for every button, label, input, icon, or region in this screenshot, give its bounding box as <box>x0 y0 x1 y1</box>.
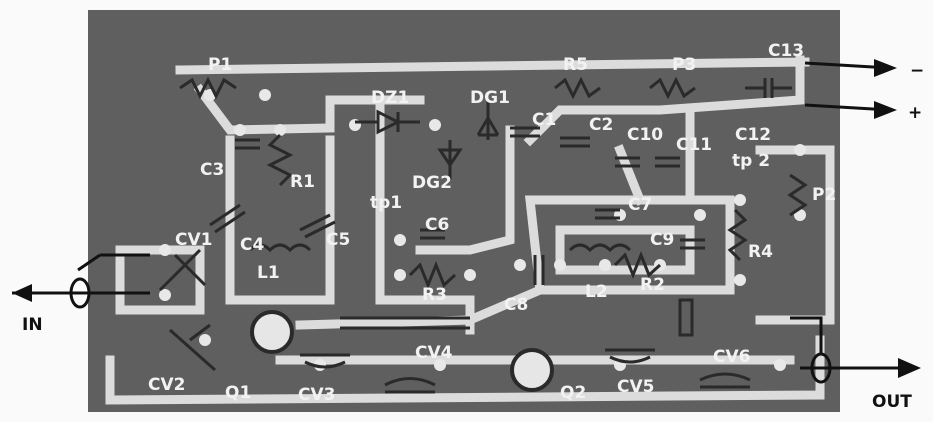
inductor-l2 <box>568 243 632 253</box>
label-in: IN <box>22 315 43 335</box>
resistor-p3 <box>649 76 696 100</box>
label-c10: C10 <box>627 125 663 145</box>
capacitor-c6 <box>420 228 445 240</box>
trimmer-cv6 <box>699 372 751 389</box>
label-r4: R4 <box>748 242 773 262</box>
label-r3: R3 <box>422 285 447 305</box>
label-cv3: CV3 <box>298 385 335 405</box>
components <box>158 76 808 394</box>
resistor-r3 <box>408 260 457 290</box>
capacitor-c11 <box>655 156 680 168</box>
label-minus: − <box>910 61 924 81</box>
capacitor-c8 <box>533 255 545 285</box>
capacitor-c10 <box>615 156 640 168</box>
component-labels: P1 R5 P3 C13 DZ1 DG1 C1 C2 C10 C11 C12 C… <box>148 41 836 405</box>
label-dz1: DZ1 <box>371 88 409 108</box>
capacitor-c7 <box>595 208 620 220</box>
label-q1: Q1 <box>225 383 251 403</box>
label-p3: P3 <box>672 55 696 75</box>
label-c11: C11 <box>676 135 712 155</box>
trimmer-cv2 <box>169 323 216 372</box>
label-c13: C13 <box>768 41 804 61</box>
output-connector <box>790 316 921 384</box>
resistor-r4 <box>727 208 748 262</box>
label-cv6: CV6 <box>713 347 750 367</box>
capacitor-c9 <box>680 238 705 250</box>
label-tp1: tp1 <box>370 193 402 213</box>
label-l1: L1 <box>257 263 280 283</box>
capacitor-c13 <box>745 78 792 98</box>
capacitor-c3 <box>235 138 260 150</box>
inductor-l1 <box>248 243 312 253</box>
capacitor-c5 <box>299 213 336 239</box>
resistor-p1 <box>179 76 237 100</box>
trimmer-cv3 <box>300 353 350 369</box>
label-cv5: CV5 <box>617 377 654 397</box>
label-cv4: CV4 <box>415 343 453 363</box>
label-p1: P1 <box>208 55 232 75</box>
diode-dz1 <box>355 109 420 135</box>
capacitor-c2 <box>560 136 590 148</box>
label-c7: C7 <box>628 195 652 215</box>
label-c9: C9 <box>650 230 674 250</box>
resistor-r5 <box>554 76 601 100</box>
label-c12: C12 <box>735 125 771 145</box>
shield-pad <box>678 298 694 337</box>
label-cv1: CV1 <box>175 230 212 250</box>
pcb-board <box>88 10 840 412</box>
label-c6: C6 <box>425 215 449 235</box>
label-tp2: tp 2 <box>732 151 770 171</box>
label-c4: C4 <box>240 235 264 255</box>
supply-arrows <box>804 59 897 119</box>
label-r2: R2 <box>640 275 665 295</box>
label-c2: C2 <box>589 115 613 135</box>
trimmer-cv4 <box>384 377 436 394</box>
label-r5: R5 <box>563 55 588 75</box>
capacitor-c4 <box>209 203 246 234</box>
resistor-r2 <box>613 250 662 280</box>
label-p2: P2 <box>812 185 836 205</box>
label-r1: R1 <box>290 172 315 192</box>
label-q2: Q2 <box>560 383 586 403</box>
label-c5: C5 <box>326 230 350 250</box>
label-c8: C8 <box>504 295 528 315</box>
diode-dg2 <box>437 140 463 180</box>
label-c1: C1 <box>532 110 556 130</box>
label-c3: C3 <box>200 160 224 180</box>
bar-component <box>340 316 470 330</box>
transistor-q2 <box>510 348 554 392</box>
trimmer-cv1 <box>158 248 207 292</box>
trimmer-cv5 <box>605 348 655 364</box>
label-dg1: DG1 <box>470 88 510 108</box>
label-out: OUT <box>872 392 912 412</box>
transistor-q1 <box>250 310 294 354</box>
label-l2: L2 <box>585 282 608 302</box>
capacitor-c1 <box>510 126 540 138</box>
diode-dg1 <box>476 100 500 140</box>
input-connector <box>12 253 150 309</box>
resistor-p2 <box>787 173 808 217</box>
resistor-r1 <box>266 133 294 187</box>
label-dg2: DG2 <box>412 173 452 193</box>
label-cv2: CV2 <box>148 375 185 395</box>
label-plus: + <box>908 103 922 123</box>
